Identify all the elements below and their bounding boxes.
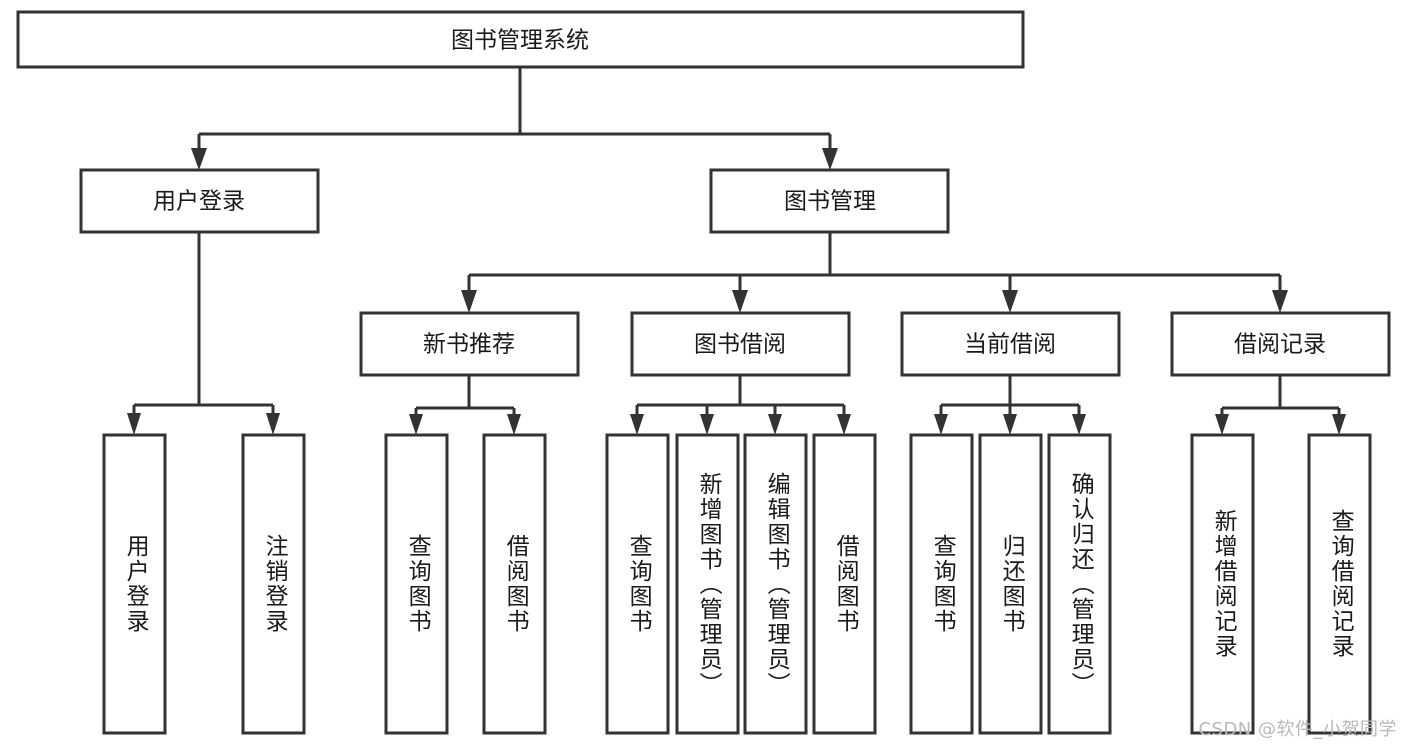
connector-group-book-borrow [630,375,851,435]
arrow-head-user-login [191,148,207,170]
connector-group-root [191,67,838,170]
node-new-book-recommend-label: 新书推荐 [423,332,515,358]
node-leaf-return-book-cb-label: 归还图书 [998,534,1025,634]
connector-group-current-borrow [934,375,1086,435]
arrow-head-book-borrow-child-4 [837,414,851,435]
watermark-text: CSDN @软件_小贺同学 [1198,719,1397,740]
arrow-head-leaf-user-login [127,413,141,435]
node-new-book-recommend[interactable] [359,311,580,377]
arrow-head-new-book [461,290,477,313]
node-book-borrow-label: 图书借阅 [694,332,786,358]
arrow-head-new-book-child-2 [507,414,521,435]
node-leaf-logout[interactable] [241,433,306,735]
arrow-head-current-borrow-child-3 [1072,414,1086,435]
node-leaf-query-book-nbr[interactable] [384,433,449,735]
node-leaf-user-login[interactable] [102,433,167,735]
node-root-system-label: 图书管理系统 [451,28,589,54]
arrow-head-book-borrow-child-2 [700,414,714,435]
arrow-head-current-borrow [1002,290,1018,313]
node-leaf-query-record-br-label: 查询借阅记录 [1327,509,1354,659]
node-leaf-add-book-bb[interactable] [675,433,740,735]
arrow-head-current-borrow-child-1 [934,414,948,435]
node-current-borrow-label: 当前借阅 [964,332,1056,358]
node-leaf-edit-book-bb-label: 编辑图书（管理员） [763,471,790,697]
node-leaf-return-book-cb[interactable] [978,433,1043,735]
node-book-borrow[interactable] [630,311,851,377]
node-leaf-edit-book-bb[interactable] [743,433,808,735]
node-leaf-user-login-label: 用户登录 [122,534,149,634]
node-leaf-borrow-book-nbr-label: 借阅图书 [502,534,529,634]
node-root-system[interactable] [16,10,1025,69]
arrow-head-book-borrow [732,290,748,313]
connector-group-borrow-record [1215,375,1346,435]
node-user-login[interactable] [79,168,320,234]
node-leaf-query-book-bb[interactable] [605,433,670,735]
node-leaf-add-record-br[interactable] [1190,433,1255,735]
arrow-head-current-borrow-child-2 [1003,414,1017,435]
node-leaf-query-book-bb-label: 查询图书 [625,534,652,634]
node-leaf-query-book-cb[interactable] [909,433,974,735]
arrow-head-book-borrow-child-3 [768,414,782,435]
arrow-head-borrow-record-child-1 [1215,414,1229,435]
node-leaf-borrow-book-bb[interactable] [812,433,877,735]
node-user-login-label: 用户登录 [153,189,245,215]
arrow-head-new-book-child-1 [409,414,423,435]
node-book-management[interactable] [709,168,950,234]
node-leaf-confirm-return-cb-label: 确认归还（管理员） [1067,471,1094,697]
arrow-head-borrow-record [1272,290,1288,313]
node-leaf-query-record-br[interactable] [1307,433,1372,735]
node-leaf-borrow-book-bb-label: 借阅图书 [832,534,859,634]
connector-group-new-book [409,375,521,435]
connector-group-book-mgmt [461,232,1288,313]
arrow-head-book-mgmt [822,148,838,170]
connector-group-user-login [127,232,280,435]
node-leaf-add-record-br-label: 新增借阅记录 [1210,509,1237,659]
node-leaf-query-book-cb-label: 查询图书 [929,534,956,634]
node-leaf-logout-label: 注销登录 [261,534,288,634]
node-leaf-confirm-return-cb[interactable] [1047,433,1112,735]
arrow-head-leaf-logout [266,413,280,435]
arrow-head-borrow-record-child-2 [1332,414,1346,435]
node-leaf-query-book-nbr-label: 查询图书 [404,534,431,634]
node-book-management-label: 图书管理 [784,189,876,215]
node-borrow-record-label: 借阅记录 [1234,332,1326,358]
arrow-head-book-borrow-child-1 [630,414,644,435]
node-leaf-borrow-book-nbr[interactable] [482,433,547,735]
node-borrow-record[interactable] [1170,311,1391,377]
node-leaf-add-book-bb-label: 新增图书（管理员） [695,471,722,697]
node-current-borrow[interactable] [900,311,1121,377]
